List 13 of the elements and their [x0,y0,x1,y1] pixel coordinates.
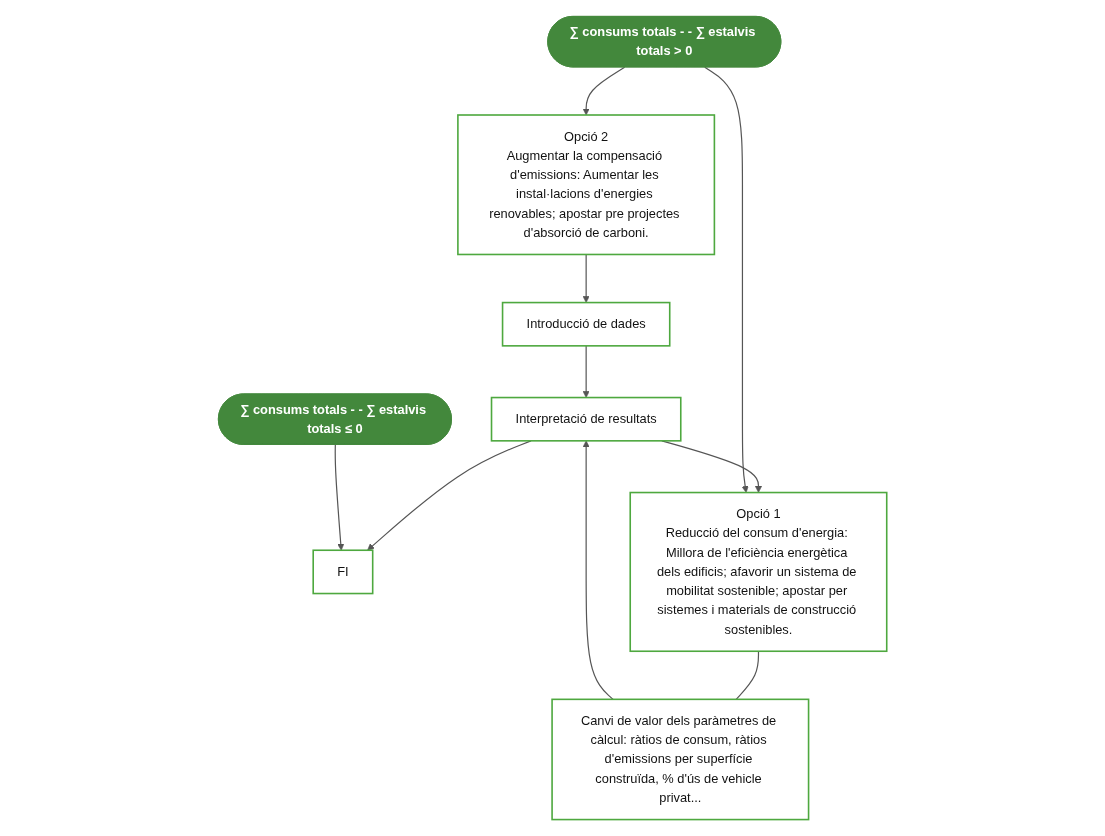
node-box: Opció 1 Reducció del consum d'energia: Millora de l'eficiència energètica dels edificis; afavorir un sistema de mobilitat sostenible; apostar per sistemes i materials de construcció sostenibles. [629,491,888,653]
connector [735,650,759,700]
arrow [582,345,590,398]
node-box: Introducció de dades [501,301,671,347]
node-box: Interpretació de resultats [490,396,682,442]
node-box: Canvi de valor dels paràmetres de càlcul: ràtios de consum, ràtios d'emissions per superfície construïda, % d'ús de vehicle privat... [551,698,810,821]
arrow [334,444,345,551]
arrow [582,440,614,700]
arrow [582,66,626,116]
node-box: Opció 2 Augmentar la compensació d'emissions: Aumentar les instal·lacions d'energies renovables; apostar pre projectes d'absorció de carboni. [457,114,716,256]
node-box: FI [312,549,374,595]
arrow [704,66,749,493]
arrow [582,253,590,303]
